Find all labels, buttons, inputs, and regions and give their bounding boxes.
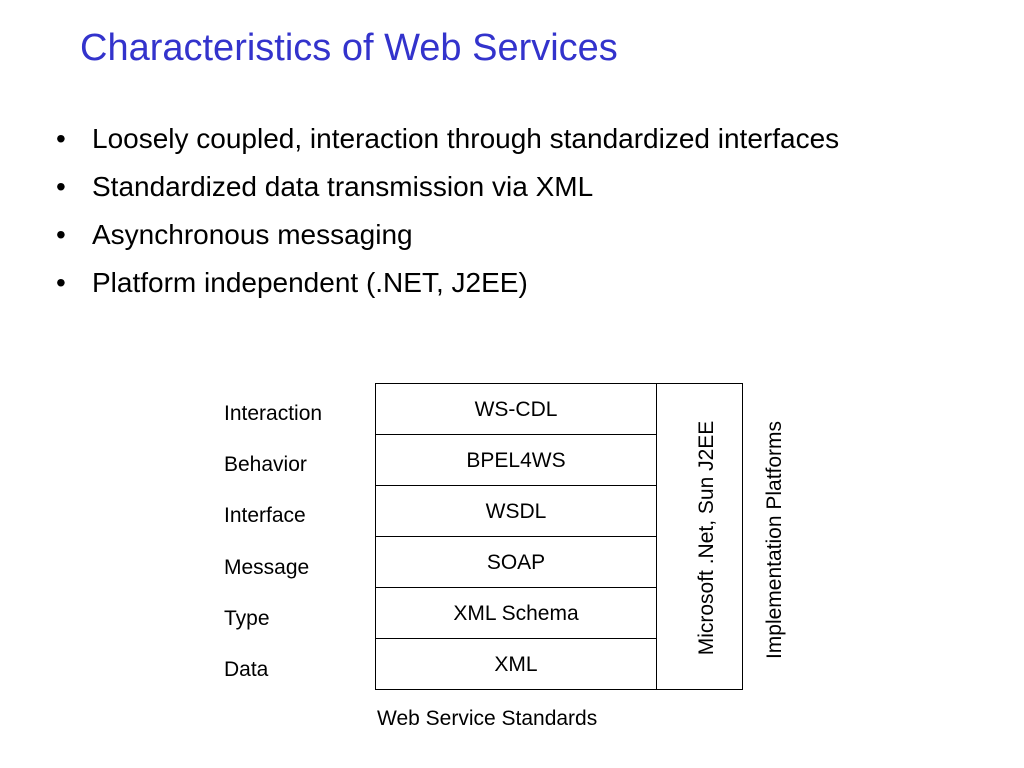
bullet-list: • Loosely coupled, interaction through s…	[56, 118, 936, 310]
layer-label-interaction: Interaction	[224, 402, 323, 425]
layer-label-type: Type	[224, 607, 270, 630]
standard-cell-xml-schema: XML Schema	[376, 588, 656, 639]
layer-label-message: Message	[224, 556, 310, 579]
bullet-text: Standardized data transmission via XML	[92, 171, 594, 202]
platform-box: Microsoft .Net, Sun J2EE	[656, 383, 743, 690]
bullet-item: • Platform independent (.NET, J2EE)	[56, 262, 936, 304]
standard-cell-soap: SOAP	[376, 537, 656, 588]
implementation-platforms-label: Implementation Platforms	[763, 420, 786, 660]
standards-stack: WS-CDL BPEL4WS WSDL SOAP XML Schema XML	[375, 383, 657, 690]
slide-title: Characteristics of Web Services	[80, 27, 618, 69]
bullet-dot: •	[56, 219, 66, 250]
standard-cell-xml: XML	[494, 653, 538, 676]
standard-cell-ws-cdl: WS-CDL	[376, 384, 656, 435]
bullet-text: Loosely coupled, interaction through sta…	[92, 123, 840, 154]
diagram-caption: Web Service Standards	[377, 707, 598, 730]
bullet-item: • Asynchronous messaging	[56, 214, 936, 256]
bullet-item: • Standardized data transmission via XML	[56, 166, 936, 208]
standard-cell-bpel4ws: BPEL4WS	[376, 435, 656, 486]
bullet-text: Asynchronous messaging	[92, 219, 413, 250]
bullet-text: Platform independent (.NET, J2EE)	[92, 267, 528, 298]
bullet-dot: •	[56, 123, 66, 154]
bullet-dot: •	[56, 267, 66, 298]
layer-label-interface: Interface	[224, 504, 306, 527]
platform-box-text: Microsoft .Net, Sun J2EE	[695, 420, 718, 656]
layer-label-data: Data	[224, 658, 269, 681]
standard-cell-wsdl: WSDL	[376, 486, 656, 537]
bullet-item: • Loosely coupled, interaction through s…	[56, 118, 936, 160]
bullet-dot: •	[56, 171, 66, 202]
layer-label-behavior: Behavior	[224, 453, 307, 476]
